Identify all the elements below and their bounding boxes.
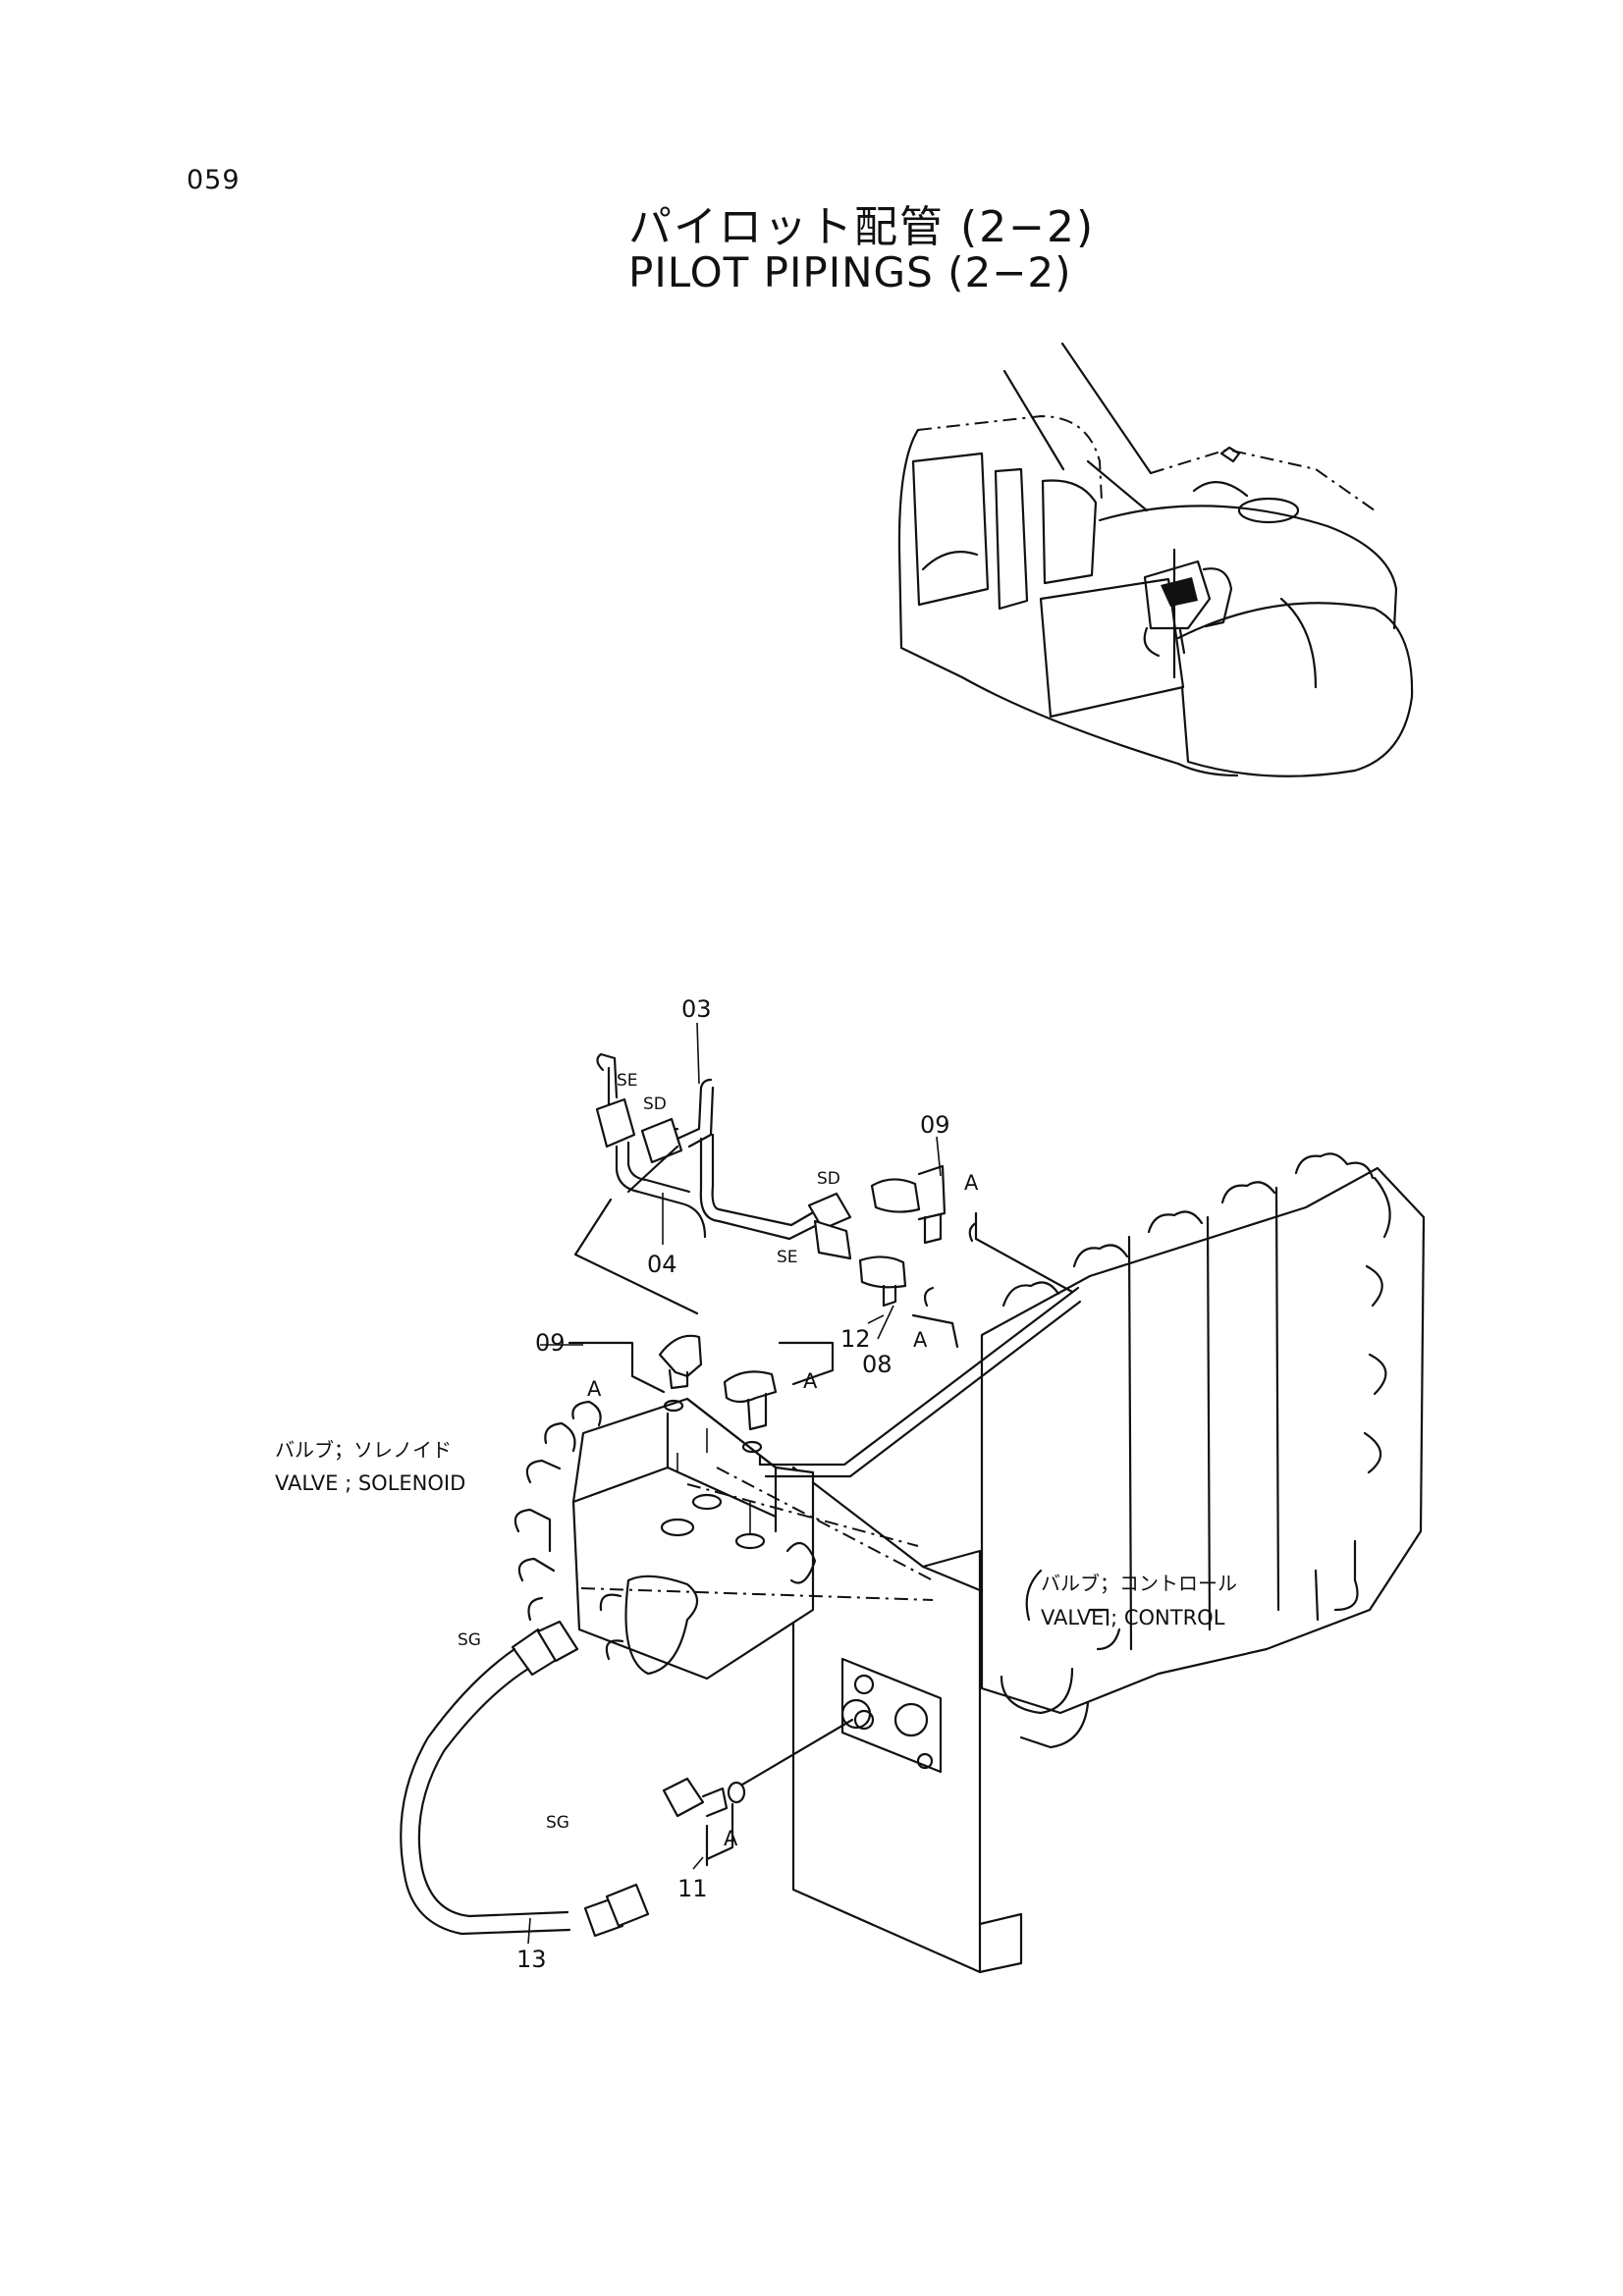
callout-leaders <box>527 1022 942 1945</box>
callout-09-top: 09 <box>920 1111 950 1139</box>
label-valve-control-jp: バルブ；コントロール <box>1041 1572 1237 1595</box>
port-label-sg-upper: SG <box>458 1630 481 1650</box>
port-label-sd-top: SD <box>643 1095 667 1114</box>
port-label-sg-lower: SG <box>546 1813 569 1833</box>
callout-08: 08 <box>862 1351 893 1378</box>
section-mark-a: A <box>913 1328 928 1352</box>
label-valve-solenoid-en: VALVE ; SOLENOID <box>275 1471 465 1495</box>
section-mark-a: A <box>587 1377 602 1401</box>
port-label-se-right: SE <box>777 1248 798 1267</box>
callout-11: 11 <box>677 1875 708 1902</box>
page-title-en: PILOT PIPINGS (2−2) <box>628 248 1072 296</box>
callout-03: 03 <box>681 995 712 1023</box>
pilot-piping-detail-illustration <box>400 1052 1426 1974</box>
label-valve-control-en: VALVE ; CONTROL <box>1041 1606 1225 1629</box>
port-label-sd-right: SD <box>817 1169 840 1189</box>
callout-12: 12 <box>840 1325 871 1353</box>
callout-13: 13 <box>516 1946 547 1973</box>
callout-04: 04 <box>647 1251 677 1278</box>
section-mark-a: A <box>724 1827 738 1850</box>
label-valve-solenoid-jp: バルブ；ソレノイド <box>275 1438 452 1462</box>
section-mark-a: A <box>803 1369 818 1393</box>
excavator-overview-illustration <box>897 342 1414 777</box>
page-title-jp: パイロット配管 (2−2) <box>628 202 1096 252</box>
port-label-se-top: SE <box>617 1071 638 1091</box>
section-mark-a: A <box>964 1171 979 1195</box>
callout-09-left: 09 <box>535 1329 566 1357</box>
page-number: 059 <box>187 165 241 195</box>
